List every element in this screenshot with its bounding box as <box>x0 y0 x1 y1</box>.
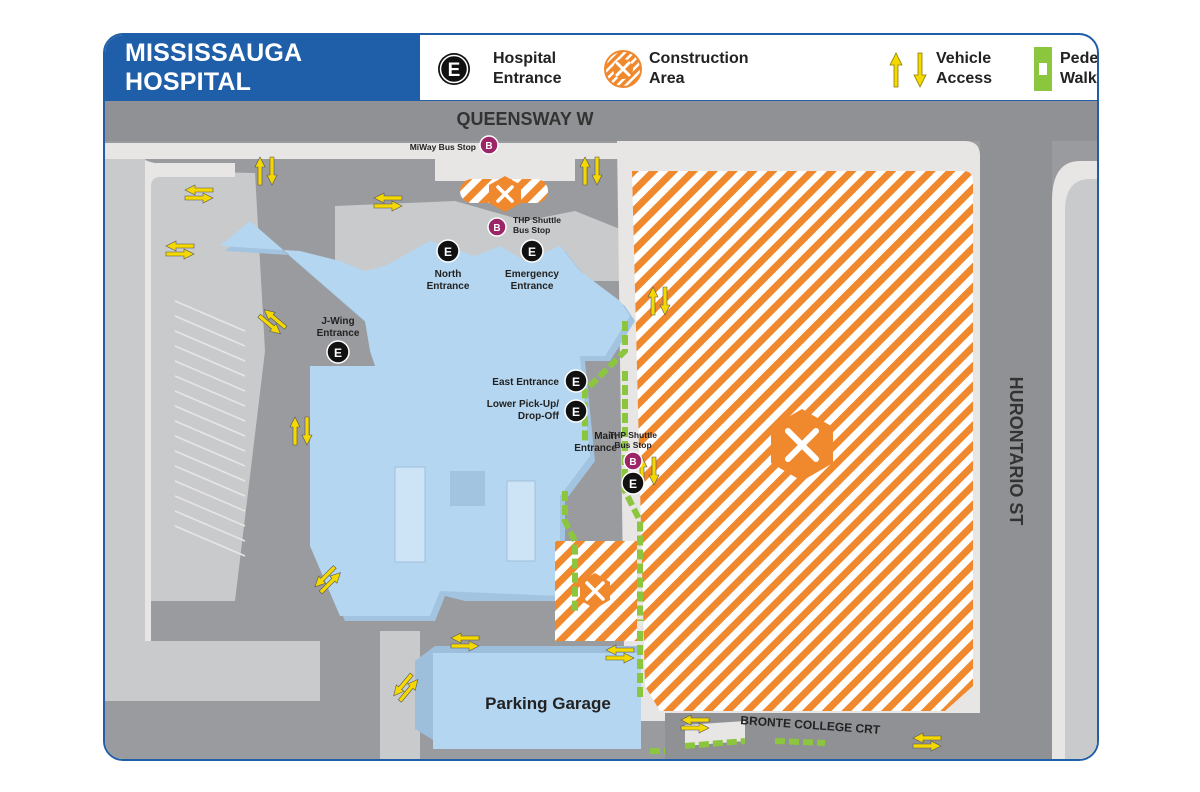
construction-legend-icon <box>604 50 642 88</box>
legend-icons: E <box>438 47 1052 91</box>
emergency-entrance[interactable]: E Emergency Entrance <box>505 239 559 292</box>
lower-pickup-dropoff-entrance[interactable]: Lower Pick-Up/ Drop-Off E <box>487 399 588 423</box>
east-construction-icon <box>771 409 833 481</box>
entrance-icon <box>520 239 544 263</box>
svg-text:E: E <box>528 245 536 259</box>
queensway-label: QUEENSWAY W <box>456 109 593 129</box>
svg-text:Main: Main <box>594 431 617 442</box>
svg-text:THP Shuttle: THP Shuttle <box>609 430 657 440</box>
main-entrance[interactable]: Main Entrance E <box>574 431 645 495</box>
parking-garage: Parking Garage <box>415 646 641 749</box>
bus-stop-icon <box>623 451 643 471</box>
entrance-icon <box>564 399 588 423</box>
bus-stop-icon <box>487 217 507 237</box>
east-entrance[interactable]: East Entrance E <box>492 369 588 393</box>
thp-shuttle-north-bus-stop[interactable]: B THP Shuttle Bus Stop <box>487 215 561 237</box>
svg-text:East Entrance: East Entrance <box>492 377 559 388</box>
svg-text:Emergency: Emergency <box>505 269 559 280</box>
svg-text:E: E <box>334 346 342 360</box>
north-entrance[interactable]: E North Entrance <box>427 239 470 292</box>
south-west-lot <box>380 631 420 759</box>
hurontario-label: HURONTARIO ST <box>1006 377 1026 526</box>
entrance-icon <box>564 369 588 393</box>
svg-text:B: B <box>629 457 636 468</box>
map-frame: MISSISSAUGA HOSPITAL E <box>103 33 1099 761</box>
svg-text:THP Shuttle: THP Shuttle <box>513 215 561 225</box>
pedestrian-walkways <box>562 321 826 754</box>
svg-text:E: E <box>444 245 452 259</box>
legend-pedestrian-walkway-label: PedestrianWalkway <box>1060 50 1099 87</box>
map-title: MISSISSAUGA HOSPITAL <box>105 35 420 101</box>
west-lot-outer <box>105 159 320 701</box>
svg-text:Bus Stop: Bus Stop <box>614 440 651 450</box>
svg-text:J-Wing: J-Wing <box>321 316 354 327</box>
svg-text:B: B <box>493 223 500 234</box>
svg-text:E: E <box>572 405 580 419</box>
svg-text:Entrance: Entrance <box>427 281 470 292</box>
parking-stalls <box>174 300 246 557</box>
site-map: Parking Garage <box>105 101 1097 759</box>
bus-stop-icon <box>479 135 499 155</box>
parking-garage-label: Parking Garage <box>485 694 611 713</box>
hurontario-road <box>980 141 1052 759</box>
vehicle-access-legend-icon <box>889 52 927 88</box>
thp-shuttle-east-bus-stop[interactable]: THP Shuttle Bus Stop B <box>609 430 657 471</box>
entrance-icon <box>621 471 645 495</box>
north-plaza <box>435 156 575 181</box>
svg-text:E: E <box>629 477 637 491</box>
pedestrian-walkway-legend-icon <box>1034 47 1052 91</box>
j-wing-entrance[interactable]: J-Wing Entrance E <box>317 316 360 364</box>
svg-text:Drop-Off: Drop-Off <box>518 411 560 422</box>
west-parking-lot <box>145 171 265 601</box>
entrance-icon <box>326 340 350 364</box>
miway-bus-stop-label: MiWay Bus Stop <box>410 142 476 152</box>
south-construction-icon <box>580 573 610 609</box>
svg-text:Bus Stop: Bus Stop <box>513 225 550 235</box>
svg-text:North: North <box>435 269 462 280</box>
svg-text:B: B <box>485 141 492 152</box>
east-lot <box>1065 179 1097 759</box>
svg-text:Entrance: Entrance <box>317 328 360 339</box>
hospital-building <box>220 221 635 621</box>
miway-bus-stop[interactable]: MiWay Bus Stop B <box>410 135 499 155</box>
svg-text:Entrance: Entrance <box>511 281 554 292</box>
svg-text:Entrance: Entrance <box>574 443 617 454</box>
svg-text:Lower Pick-Up/: Lower Pick-Up/ <box>487 399 559 410</box>
svg-text:E: E <box>448 60 461 81</box>
entrance-icon <box>436 239 460 263</box>
north-construction-icon <box>489 176 521 212</box>
svg-text:E: E <box>572 375 580 389</box>
hospital-entrance-legend-icon: E <box>438 53 470 85</box>
queensway-road <box>105 101 1097 141</box>
